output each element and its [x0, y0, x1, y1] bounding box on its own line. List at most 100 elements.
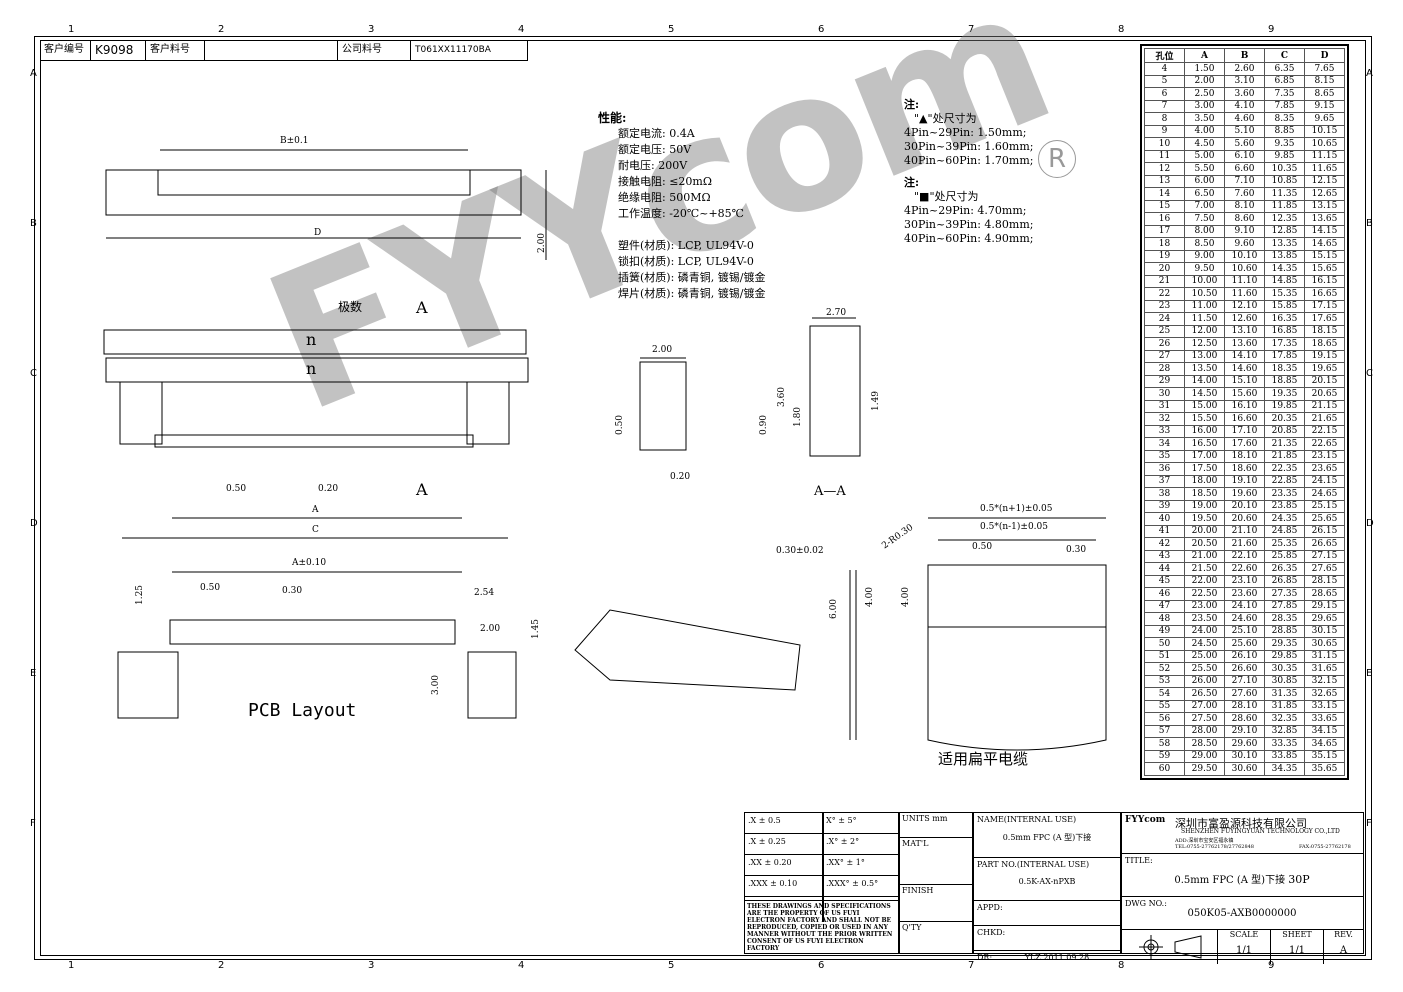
table-cell: 18.85 — [1264, 374, 1305, 388]
table-cell: 37 — [1144, 474, 1185, 488]
table-cell: 24.35 — [1264, 512, 1305, 526]
table-cell: 11.50 — [1184, 312, 1225, 326]
table-cell: 7.65 — [1304, 62, 1345, 76]
table-cell: 12.50 — [1184, 337, 1225, 351]
table-cell: 13.60 — [1224, 337, 1265, 351]
company-cell: FYYcom 深圳市富盈源科技有限公司 SHENZHEN FUYINGYUAN … — [1121, 813, 1363, 854]
table-cell: 33.65 — [1304, 712, 1345, 726]
side-dim-0-20: 0.20 — [670, 472, 691, 482]
tolerance-cell: .X° ± 2° — [823, 834, 899, 855]
table-cell: 48 — [1144, 612, 1185, 626]
table-cell: 5 — [1144, 74, 1185, 88]
table-cell: 21 — [1144, 274, 1185, 288]
table-cell: 17.50 — [1184, 462, 1225, 476]
table-cell: 20.10 — [1224, 499, 1265, 513]
table-cell: 6.35 — [1264, 62, 1305, 76]
notes-b-title: "■"处尺寸为 — [914, 190, 979, 203]
zone-row-A: A — [1366, 68, 1373, 79]
table-cell: 26 — [1144, 337, 1185, 351]
table-cell: 32.35 — [1264, 712, 1305, 726]
sec-dim-0-90: 0.90 — [759, 414, 770, 436]
table-cell: 27.35 — [1264, 587, 1305, 601]
table-cell: 19.85 — [1264, 399, 1305, 413]
table-cell: 32.85 — [1264, 724, 1305, 738]
label-n-top: n — [306, 330, 317, 349]
table-cell: 33.15 — [1304, 699, 1345, 713]
spec-line: 绝缘电阻: 500MΩ — [618, 191, 711, 204]
table-cell: 14 — [1144, 187, 1185, 201]
table-cell: 55 — [1144, 699, 1185, 713]
spec-line: 额定电流: 0.4A — [618, 127, 695, 140]
table-cell: 4.60 — [1224, 112, 1265, 126]
title-text: 0.5mm FPC (A 型)下接 — [1174, 875, 1286, 886]
sec-dim-2-70: 2.70 — [826, 308, 847, 318]
table-cell: 11.35 — [1264, 187, 1305, 201]
table-cell: 10.35 — [1264, 162, 1305, 176]
fpc-dim-0-50: 0.50 — [972, 542, 993, 552]
table-cell: 26.60 — [1224, 662, 1265, 676]
projection-symbol — [1121, 930, 1218, 964]
table-cell: 29.10 — [1224, 724, 1265, 738]
spec-line: 锁扣(材质): LCP, UL94V-0 — [618, 255, 754, 268]
section-marker-bottom: A — [416, 480, 428, 499]
table-cell: 11.60 — [1224, 287, 1265, 301]
table-cell: 30.85 — [1264, 674, 1305, 688]
table-cell: 18 — [1144, 237, 1185, 251]
zone-col-2: 2 — [218, 24, 225, 35]
pcb-pad-row — [169, 619, 456, 645]
table-cell: 28.60 — [1224, 712, 1265, 726]
dim-c: C — [312, 525, 319, 535]
dim-b: B±0.1 — [280, 136, 309, 146]
zone-col-5: 5 — [668, 960, 675, 971]
units-col: UNITS mm MAT'L FINISH Q'TY — [898, 812, 974, 954]
drawing-border-inner — [40, 40, 1366, 956]
zone-col-9: 9 — [1268, 24, 1275, 35]
table-cell: 5.50 — [1184, 162, 1225, 176]
table-cell: 16.10 — [1224, 399, 1265, 413]
table-cell: 15.60 — [1224, 387, 1265, 401]
specs-title: 性能: — [598, 111, 627, 125]
partno-cell: PART NO.(INTERNAL USE)0.5K-AX-nPXB — [973, 858, 1121, 901]
table-cell: 9.65 — [1304, 112, 1345, 126]
table-cell: 17.85 — [1264, 349, 1305, 363]
table-cell: 50 — [1144, 637, 1185, 651]
table-cell: 12.65 — [1304, 187, 1345, 201]
table-cell: 20.15 — [1304, 374, 1345, 388]
table-cell: 43 — [1144, 549, 1185, 563]
table-cell: 27 — [1144, 349, 1185, 363]
notes-b-lines: 4Pin~29Pin: 4.70mm;30Pin~39Pin: 4.80mm;4… — [904, 204, 1033, 246]
table-cell: 6 — [1144, 87, 1185, 101]
table-cell: 18.60 — [1224, 462, 1265, 476]
table-cell: 11.65 — [1304, 162, 1345, 176]
tolerance-cell: X° ± 5° — [823, 813, 899, 834]
table-cell: 46 — [1144, 587, 1185, 601]
name-col: NAME(INTERNAL USE)0.5mm FPC (A 型)下接 PART… — [972, 812, 1122, 962]
zone-col-8: 8 — [1118, 24, 1125, 35]
zone-row-E: E — [30, 668, 37, 679]
table-cell: 20.35 — [1264, 412, 1305, 426]
table-cell: 60 — [1144, 762, 1185, 776]
pcb-dim-1-45: 1.45 — [531, 618, 542, 640]
tolerance-cell: .XX° ± 1° — [823, 855, 899, 876]
table-cell: 34.65 — [1304, 737, 1345, 751]
table-cell: 9.60 — [1224, 237, 1265, 251]
table-cell: 22.35 — [1264, 462, 1305, 476]
table-cell: 31.15 — [1304, 649, 1345, 663]
table-cell: 28.00 — [1184, 724, 1225, 738]
company-en: SHENZHEN FUYINGYUAN TECHNOLOGY CO.,LTD — [1181, 828, 1340, 835]
drawing-views — [103, 149, 1107, 751]
table-cell: 7.50 — [1184, 212, 1225, 226]
